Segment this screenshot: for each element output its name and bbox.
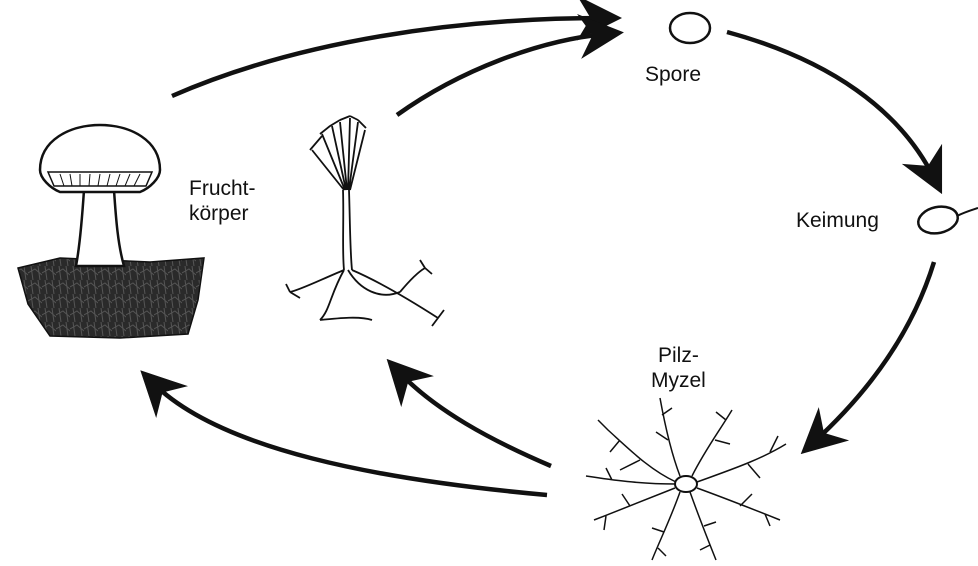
arrow-mycelium-to-mold bbox=[399, 372, 551, 466]
arrow-mold-to-spore bbox=[397, 34, 606, 115]
mold-sporangium-drawing bbox=[286, 116, 444, 326]
mycelium-drawing bbox=[586, 398, 786, 560]
fruiting-body-label-line2: körper bbox=[189, 201, 256, 226]
spore-label: Spore bbox=[645, 62, 701, 87]
fruiting-body-label: Frucht- körper bbox=[189, 176, 256, 226]
mycelium-label: Pilz- Myzel bbox=[651, 343, 706, 393]
fruiting-body-label-line1: Frucht- bbox=[189, 176, 256, 201]
arrow-mycelium-to-mushroom bbox=[153, 383, 547, 495]
mushroom-fruiting-body-drawing bbox=[18, 125, 204, 338]
germination-label: Keimung bbox=[796, 208, 879, 233]
spore-drawing bbox=[670, 13, 710, 43]
soil-block bbox=[18, 258, 204, 338]
arrow-mushroom-to-spore bbox=[172, 18, 604, 96]
mycelium-label-line1: Pilz- bbox=[651, 343, 706, 368]
germinating-spore-drawing bbox=[916, 203, 978, 237]
arrow-germination-to-mycelium bbox=[814, 262, 934, 442]
mycelium-label-line2: Myzel bbox=[651, 368, 706, 393]
arrow-spore-to-germination bbox=[727, 32, 934, 178]
